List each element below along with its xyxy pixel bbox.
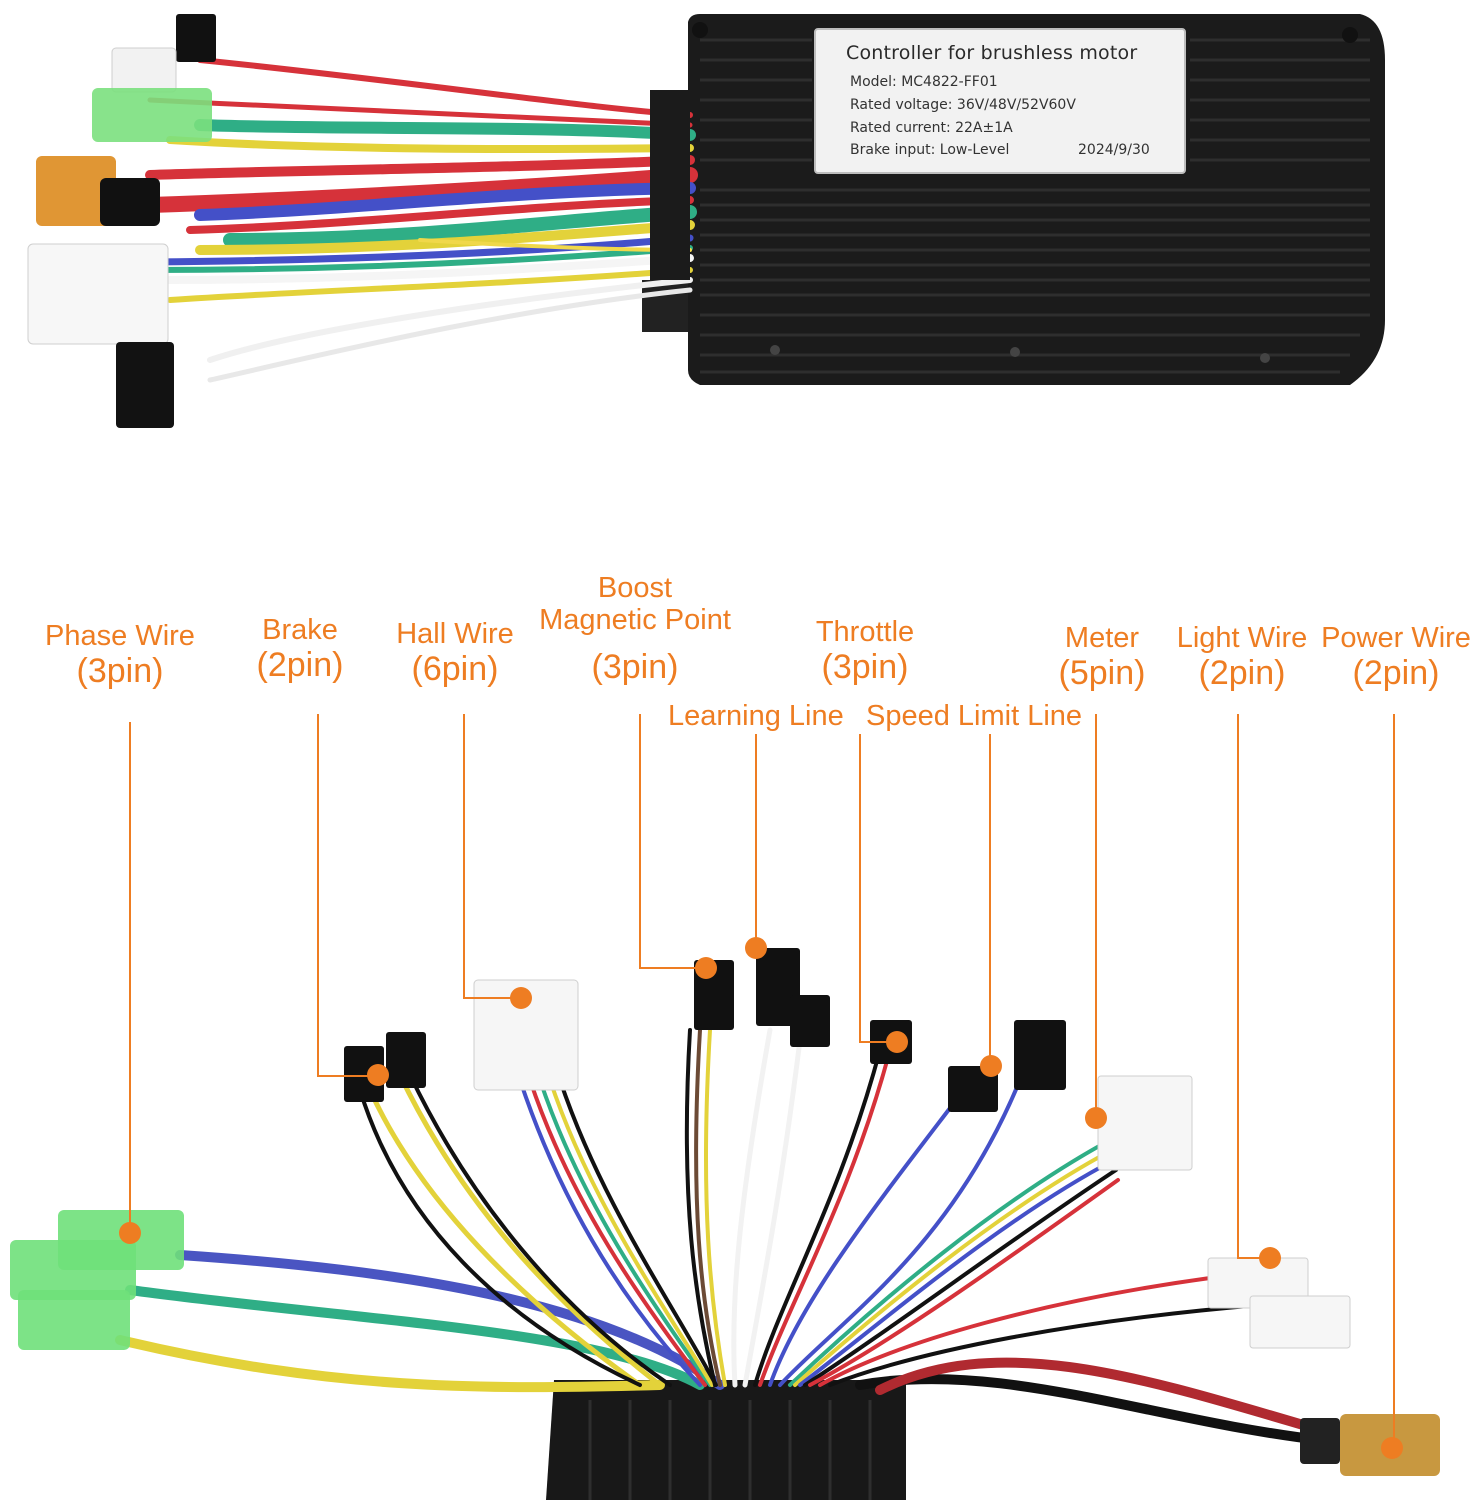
learning-connector-1 [756,948,800,1026]
mounting-tab [642,280,690,332]
callout-power-wire-name: Power Wire [1321,622,1471,654]
speed-limit-dot [980,1055,1002,1077]
callout-hall-wire-name: Hall Wire [396,618,514,650]
callout-throttle-name: Throttle [815,616,915,648]
brake-connector-1 [344,1046,384,1102]
callout-brake-pins: (2pin) [256,646,344,684]
product-label-voltage: Rated voltage: 36V/48V/52V60V [850,97,1076,113]
product-label-model: Model: MC4822-FF01 [850,74,998,90]
boost-dot [695,957,717,979]
callout-hall-wire-pins: (6pin) [411,650,499,688]
power-connector-sleeve [1300,1418,1340,1464]
meter-dot [1085,1107,1107,1129]
callout-phase-wire-pins: (3pin) [76,652,164,690]
callout-throttle: Throttle (3pin) [800,616,930,686]
callout-meter-pins: (5pin) [1058,654,1146,692]
callout-throttle-pins: (3pin) [821,648,909,686]
power-wire-dot [1381,1437,1403,1459]
learning-line-dot [745,937,767,959]
callout-power-wire-pins: (2pin) [1352,654,1440,692]
top-connector-black-bottom [116,342,174,428]
callout-speed-limit-line: Speed Limit Line [866,700,1083,732]
phase-connector-2 [10,1240,136,1300]
product-label: Controller for brushless motor Model: MC… [814,28,1186,174]
top-connector-white-large [27,243,169,345]
top-wire-bundle [142,57,698,383]
product-label-current: Rated current: 22A±1A [850,120,1013,136]
callout-meter: Meter (5pin) [1044,622,1160,692]
throttle-dot [886,1031,908,1053]
product-label-date: 2024/9/30 [1078,142,1150,158]
callout-leaders [129,714,1395,1448]
learning-connector-2 [790,995,830,1047]
callout-light-wire-name: Light Wire [1176,622,1308,654]
callout-brake-name: Brake [262,614,338,646]
brake-dot [367,1064,389,1086]
brake-connector-2 [386,1032,426,1088]
callout-brake: Brake (2pin) [240,614,360,684]
callout-dots [119,937,1403,1459]
meter-connector [1097,1075,1193,1171]
speed-limit-connector-1 [948,1066,998,1112]
callout-meter-name: Meter [1064,622,1140,654]
housing-fins [700,38,1370,374]
speed-limit-connector-2 [1014,1020,1066,1090]
top-connector-green [92,88,212,142]
top-connector-white-small [111,47,177,93]
callout-boost: Boost Magnetic Point (3pin) [530,572,740,686]
phase-wire-dot [119,1222,141,1244]
bottom-wiring-photo [10,948,1440,1500]
callout-light-wire-pins: (2pin) [1198,654,1286,692]
hall-wire-dot [510,987,532,1009]
hall-connector [473,979,579,1091]
callout-power-wire: Power Wire (2pin) [1318,622,1474,692]
bottom-wires [115,1027,1325,1445]
product-label-brake: Brake input: Low-Level [850,142,1010,158]
callout-light-wire: Light Wire (2pin) [1172,622,1312,692]
product-label-title: Controller for brushless motor [846,42,1138,64]
callout-phase-wire: Phase Wire (3pin) [40,620,200,690]
callout-boost-pins: (3pin) [591,648,679,686]
phase-connector-3 [18,1290,130,1350]
callout-phase-wire-name: Phase Wire [45,620,195,652]
callout-boost-line2: Magnetic Point [539,604,731,636]
callout-learning-line: Learning Line [668,700,844,732]
top-connector-black [176,14,216,62]
light-wire-dot [1259,1247,1281,1269]
light-connector-2 [1249,1295,1351,1349]
callout-boost-line1: Boost [597,572,673,604]
bottom-housing [546,1380,906,1500]
top-connector-xt60 [36,156,116,226]
callout-hall-wire: Hall Wire (6pin) [390,618,520,688]
